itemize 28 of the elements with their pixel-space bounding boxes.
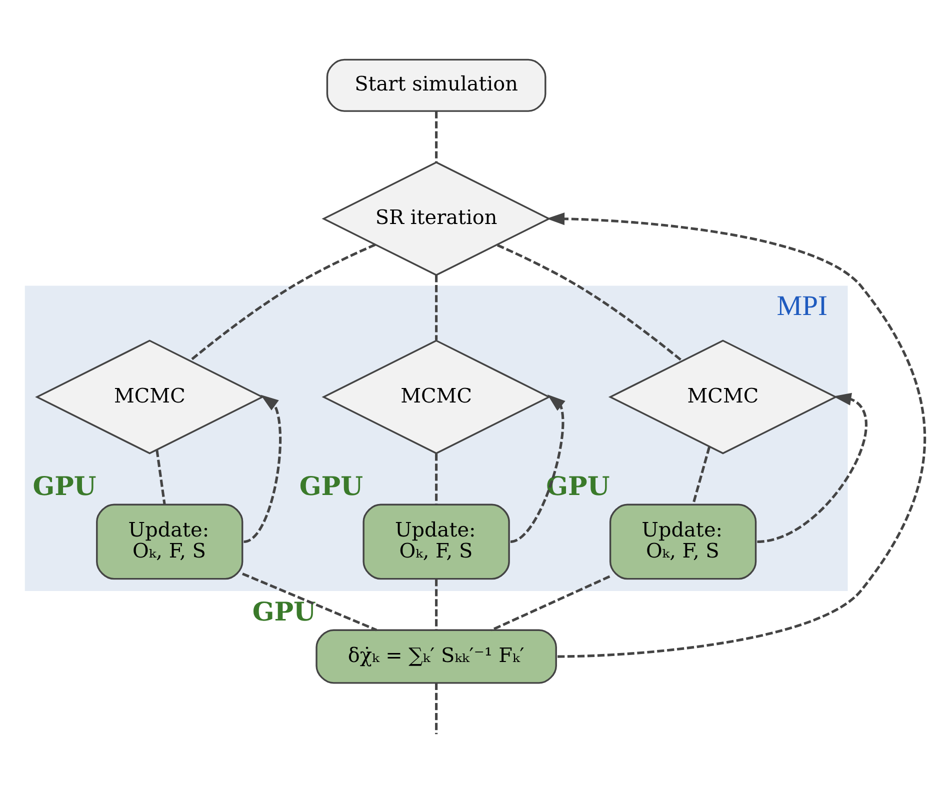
connector xyxy=(190,243,376,362)
node-diamond: MCMC xyxy=(608,339,838,454)
connector xyxy=(435,110,438,162)
node-label: GPU xyxy=(546,472,610,502)
arrow xyxy=(757,392,868,542)
connector xyxy=(156,449,166,504)
connector xyxy=(692,446,711,504)
node-label: GPU xyxy=(32,472,96,502)
node-diamond: SR iteration xyxy=(322,160,551,276)
connector xyxy=(435,274,438,340)
node-label: GPU xyxy=(299,472,363,502)
connector xyxy=(496,243,683,362)
arrow xyxy=(510,394,566,542)
node-label: GPU xyxy=(252,597,316,628)
node-box: Update: Oₖ, F, S xyxy=(609,503,757,580)
connector xyxy=(490,574,610,631)
connector xyxy=(242,572,378,631)
node-box: Start simulation xyxy=(326,58,546,112)
node-box: Update: Oₖ, F, S xyxy=(96,503,244,580)
arrow xyxy=(546,212,926,658)
connector xyxy=(435,682,438,734)
connector xyxy=(435,453,438,504)
node-box: Update: Oₖ, F, S xyxy=(362,503,510,580)
arrow xyxy=(243,394,282,542)
node-diamond: MCMC xyxy=(322,339,551,454)
node-diamond: MCMC xyxy=(35,339,264,454)
connector xyxy=(435,578,438,630)
node-box: δχ̇ₖ = ∑ₖ′ Sₖₖ′⁻¹ Fₖ′ xyxy=(316,628,557,684)
